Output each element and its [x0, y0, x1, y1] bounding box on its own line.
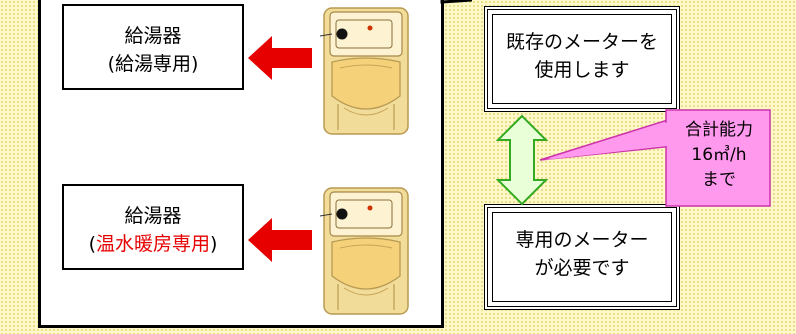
heater-usage: (温水暖房専用)	[64, 230, 242, 258]
dedicated-meter-box: 専用のメーター が必要です	[484, 204, 680, 310]
red-arrow-left-icon	[248, 218, 312, 262]
dedicated-meter-line2: が必要です	[534, 257, 630, 279]
callout-line1: 合計能力	[685, 120, 753, 140]
gas-meter-icon	[319, 7, 409, 135]
heater-title: 給湯器	[124, 205, 182, 227]
callout-line2: 16㎥/h	[691, 145, 747, 165]
double-arrow-vertical-icon	[495, 114, 549, 206]
heater-title: 給湯器	[124, 25, 182, 47]
red-arrow-left-icon	[248, 36, 312, 80]
total-capacity-callout: 合計能力 16㎥/h まで	[670, 118, 768, 193]
dedicated-meter-line1: 専用のメーター	[515, 229, 649, 251]
existing-meter-line2: 使用します	[534, 59, 630, 81]
heater-usage-emphasis: 温水暖房専用	[95, 233, 210, 255]
gas-meter-icon	[319, 187, 409, 315]
callout-box	[665, 109, 771, 207]
existing-meter-line1: 既存のメーターを	[505, 31, 658, 53]
existing-meter-box: 既存のメーターを 使用します	[484, 6, 680, 112]
water-heater-box-top: 給湯器 (給湯専用)	[62, 4, 244, 90]
callout-line3: まで	[702, 170, 736, 190]
paren-close: )	[210, 233, 218, 255]
panel-corner-bracket	[440, 0, 472, 4]
water-heater-box-bottom: 給湯器 (温水暖房専用)	[62, 184, 244, 270]
paren-open: (	[88, 233, 96, 255]
heater-usage: (給湯専用)	[107, 53, 199, 75]
